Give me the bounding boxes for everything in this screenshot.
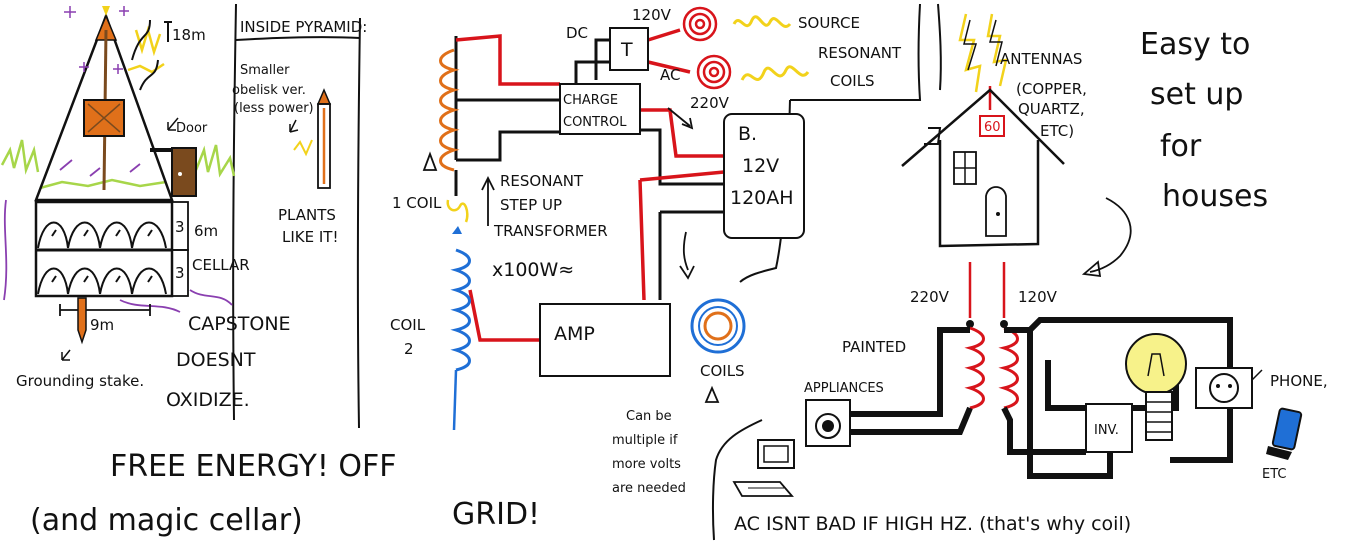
grounding-label: Grounding stake. <box>16 372 144 390</box>
v220-label: 220V <box>690 94 730 112</box>
easy-label-4: houses <box>1162 179 1268 214</box>
inside-labels: INSIDE PYRAMID: DC AC T 120V 220V SOURCE… <box>240 6 902 496</box>
footer-labels: FREE ENERGY! OFF GRID! (and magic cellar… <box>30 449 1131 538</box>
appliances-label: APPLIANCES <box>804 381 884 396</box>
resonant-label-2: STEP UP <box>500 196 562 214</box>
antennas-label-2: (COPPER, <box>1016 80 1087 98</box>
coil2-label-1: COIL <box>390 316 426 334</box>
antennas-label-4: ETC) <box>1040 122 1074 140</box>
v120-label: 120V <box>632 6 672 24</box>
house-coil-right <box>1004 328 1018 408</box>
multiple-label-2: multiple if <box>612 433 678 448</box>
height-label: 18m <box>172 26 206 44</box>
charge-label-1: CHARGE <box>563 93 618 108</box>
source-label-1: SOURCE <box>798 14 860 32</box>
source-label-3: COILS <box>830 72 875 90</box>
capstone-line-3: OXIDIZE. <box>166 389 250 411</box>
grass <box>2 140 234 188</box>
magic-cellar-label: (and magic cellar) <box>30 503 303 538</box>
house-coil-left <box>970 328 984 408</box>
coil-1 <box>441 50 455 170</box>
sixty-badge: 60 <box>984 120 1001 135</box>
door-label: Door <box>176 121 208 136</box>
resonant-label-3: TRANSFORMER <box>493 222 608 240</box>
dim-bottom: 3 <box>175 264 185 282</box>
easy-label-2: set up <box>1150 77 1243 112</box>
obelisk-line-1: Smaller <box>240 63 290 78</box>
inside-title: INSIDE PYRAMID: <box>240 18 367 36</box>
coils-label: COILS <box>700 362 745 380</box>
multiple-label-4: are needed <box>612 481 686 496</box>
dim-top: 3 <box>175 218 185 236</box>
phone-label: PHONE, <box>1270 372 1328 390</box>
ac-label: AC <box>660 66 680 84</box>
width-label: 9m <box>90 316 114 334</box>
source-label-2: RESONANT <box>818 44 902 62</box>
pyramid-labels: 18m Door Smaller obelisk ver. (less powe… <box>16 26 341 411</box>
plants-label: PLANTS LIKE IT! <box>278 206 341 246</box>
capstone-label: CAPSTONE DOESNT OXIDIZE. <box>166 313 297 411</box>
source-coils <box>684 8 730 88</box>
inside-pyramid-circuit <box>424 8 808 430</box>
grounding-line-1: Grounding stake. <box>16 372 144 390</box>
charge-label-2: CONTROL <box>563 115 627 130</box>
free-energy-label: FREE ENERGY! OFF <box>110 449 397 484</box>
t-box-label: T <box>620 39 633 61</box>
easy-label-3: for <box>1160 129 1202 164</box>
dim-top-m: 6m <box>194 222 218 240</box>
house-v220: 220V <box>910 288 950 306</box>
capstone-line-1: CAPSTONE <box>188 313 291 335</box>
coil2-label-2: 2 <box>404 340 414 358</box>
ac-note-label: AC ISNT BAD IF HIGH HZ. (that's why coil… <box>734 513 1131 535</box>
battery-label-1: B. <box>738 123 757 145</box>
resonant-label-1: RESONANT <box>500 172 584 190</box>
pyramid-drawing <box>2 6 330 360</box>
antennas-label-1: ANTENNAS <box>1000 50 1082 68</box>
battery-label-3: 120AH <box>730 187 794 209</box>
amp-label: AMP <box>554 323 595 345</box>
etc-label: ETC <box>1262 467 1286 482</box>
coil1-label: 1 COIL <box>392 194 442 212</box>
coils-rings <box>692 300 744 352</box>
painted-label: PAINTED <box>842 338 906 356</box>
easy-label-1: Easy to <box>1140 27 1250 62</box>
obelisk-line-3: (less power) <box>234 101 314 116</box>
battery-label-2: 12V <box>742 155 779 177</box>
inv-label: INV. <box>1094 423 1119 438</box>
power-label: x100W≈ <box>492 259 574 281</box>
plants-line-1: PLANTS <box>278 206 336 224</box>
phone-icon <box>1266 408 1302 460</box>
multiple-label-3: more volts <box>612 457 681 472</box>
obelisk-line-2: obelisk ver. <box>232 83 306 98</box>
plants-line-2: LIKE IT! <box>282 228 338 246</box>
antennas-label-3: QUARTZ, <box>1018 100 1085 118</box>
capstone-line-2: DOESNT <box>176 349 256 371</box>
cellar-label: CELLAR <box>192 256 250 274</box>
cellar-arches <box>38 223 166 295</box>
dc-label: DC <box>566 24 588 42</box>
coil-2 <box>456 250 470 370</box>
house-v120: 120V <box>1018 288 1058 306</box>
multiple-label-1: Can be <box>626 409 672 424</box>
obelisk-label: Smaller obelisk ver. (less power) <box>232 63 314 116</box>
grid-label: GRID! <box>452 497 540 532</box>
